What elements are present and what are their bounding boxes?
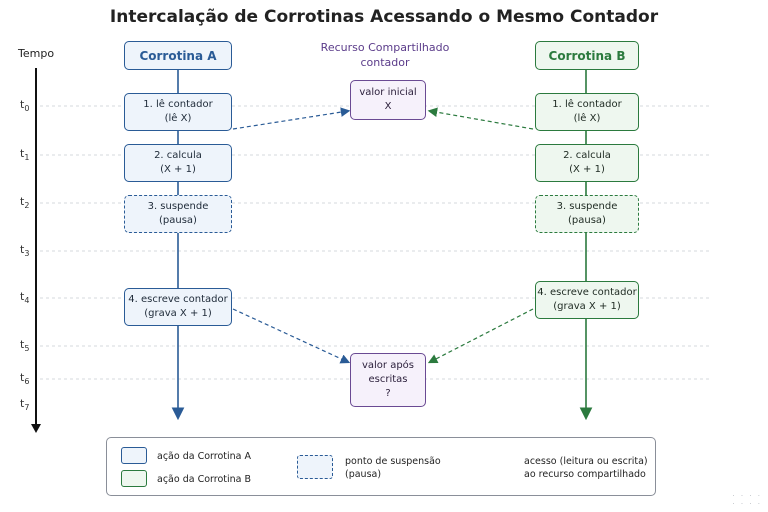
- corner-dots: · · · ·· · · ·: [732, 492, 762, 508]
- tick-t6: t6: [20, 371, 30, 387]
- coroutine-a-step-write: 4. escreve contador (grava X + 1): [124, 288, 232, 326]
- legend-b-label: ação da Corrotina B: [157, 474, 252, 485]
- coroutine-b-step-write: 4. escreve contador (grava X + 1): [535, 281, 639, 319]
- legend-access-label: acesso (leitura ou escrita) ao recurso c…: [524, 456, 648, 480]
- coroutine-b-step-suspend: 3. suspende (pausa): [535, 195, 639, 233]
- tick-t0: t0: [20, 98, 30, 114]
- coroutine-a-step-suspend: 3. suspende (pausa): [124, 195, 232, 233]
- legend-suspend-label: ponto de suspensão (pausa): [345, 456, 441, 480]
- time-axis-label: Tempo: [18, 47, 55, 60]
- resource-initial-value: valor inicial X: [350, 80, 426, 120]
- coroutine-b-header: Corrotina B: [535, 41, 639, 70]
- arrow-b-write: [427, 308, 534, 364]
- coroutine-b-step-read: 1. lê contador (lê X): [535, 93, 639, 131]
- tick-t3: t3: [20, 243, 30, 259]
- legend: ação da Corrotina A ação da Corrotina B …: [106, 437, 656, 496]
- time-axis-arrowhead: [31, 424, 41, 433]
- tick-t4: t4: [20, 290, 30, 306]
- arrow-b-read: [427, 107, 534, 130]
- resource-final-value: valor após escritas ?: [350, 353, 426, 407]
- coroutine-a-step-read: 1. lê contador (lê X): [124, 93, 232, 131]
- tick-t2: t2: [20, 195, 30, 211]
- shared-resource-title: Recurso Compartilhado contador: [320, 41, 450, 69]
- tick-t1: t1: [20, 147, 30, 163]
- legend-swatch-a: [121, 447, 147, 464]
- coroutine-a-step-compute: 2. calcula (X + 1): [124, 144, 232, 182]
- arrow-a-write: [232, 308, 351, 364]
- legend-swatch-b: [121, 470, 147, 487]
- legend-a-label: ação da Corrotina A: [157, 451, 251, 462]
- tick-t7: t7: [20, 397, 30, 413]
- arrow-a-read: [232, 107, 351, 130]
- tick-t5: t5: [20, 338, 30, 354]
- legend-swatch-suspend: [297, 455, 333, 479]
- coroutine-a-header: Corrotina A: [124, 41, 232, 70]
- coroutine-b-step-compute: 2. calcula (X + 1): [535, 144, 639, 182]
- diagram-title: Intercalação de Corrotinas Acessando o M…: [109, 7, 659, 27]
